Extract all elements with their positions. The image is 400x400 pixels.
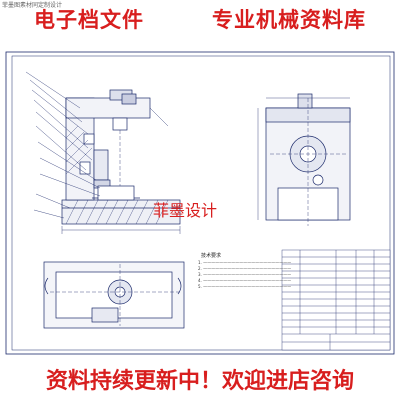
front-dimension (61, 226, 181, 234)
leader-lines (25, 71, 169, 219)
technical-note-line: 2. —————————————————————— (198, 266, 292, 271)
top-banner-left: 电子档文件 (34, 8, 144, 32)
front-view-top-arm (65, 97, 151, 119)
side-view (265, 93, 351, 226)
technical-note-line: 4. —————————————————————— (198, 278, 292, 283)
technical-note-line: 1. —————————————————————— (198, 260, 292, 265)
base-hatch (65, 199, 169, 225)
drawing-frame-inner (11, 55, 391, 351)
front-view (61, 89, 181, 225)
top-banner-right: 专业机械资料库 (212, 8, 366, 32)
engineering-drawing (5, 51, 395, 355)
watermark-text: 菲墨图素材同定制设计 (2, 2, 63, 9)
title-block (281, 249, 391, 351)
bottom-banner-text: 资料持续更新中！欢迎进店咨询 (45, 368, 354, 394)
top-view (43, 261, 185, 329)
top-banner: 电子档文件 专业机械资料库 (0, 3, 400, 35)
side-dimension (257, 97, 350, 220)
front-view-base (61, 199, 181, 225)
drawing-frame-outer (5, 51, 395, 355)
technical-note-line: 3. —————————————————————— (198, 272, 292, 277)
designer-stamp: 菲墨设计 (153, 201, 218, 220)
bottom-banner: 资料持续更新中！欢迎进店咨询 (0, 357, 400, 400)
technical-notes-title: 技术要求 (201, 253, 222, 259)
technical-note-line: 5. —————————————————————— (198, 284, 292, 289)
